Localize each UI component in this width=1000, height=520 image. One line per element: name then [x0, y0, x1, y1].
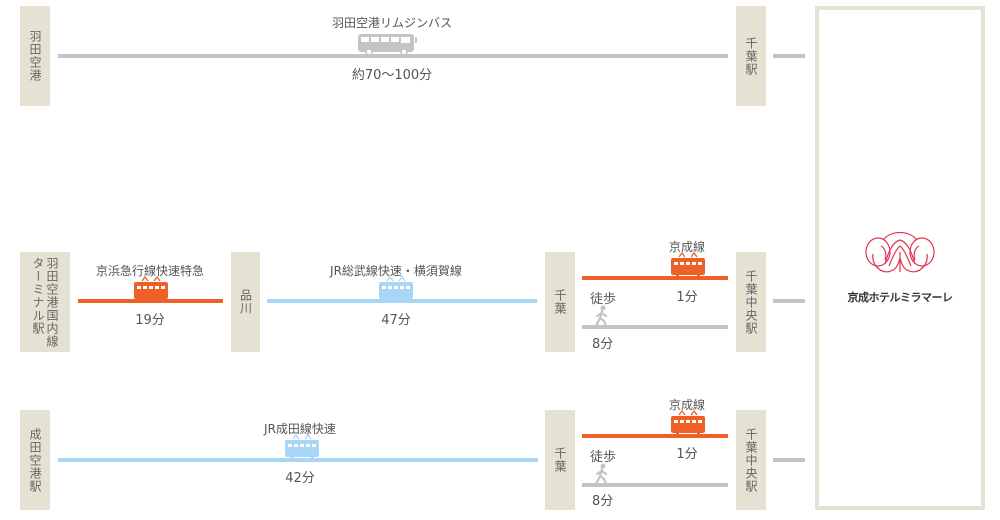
walk-route-line — [582, 325, 728, 329]
walk-label: 徒歩 — [590, 292, 617, 307]
keisei-duration: 1分 — [676, 290, 698, 305]
train-icon — [285, 434, 319, 459]
jr-narita-duration: 42分 — [285, 471, 315, 486]
station-label: 千葉駅 — [744, 36, 758, 76]
station-label: 品川 — [238, 289, 253, 315]
jr-sobu-duration: 47分 — [381, 313, 411, 328]
miramare-script-logo-icon — [865, 232, 935, 273]
station-haneda-domestic-terminal: 羽田空港国内線 ターミナル駅 — [20, 252, 70, 352]
walk-duration: 8分 — [592, 337, 614, 352]
bus-route-line — [58, 54, 728, 58]
jr-sobu-service-label: JR総武線快速・横須賀線 — [330, 264, 462, 278]
connector-line — [773, 54, 805, 58]
station-chiba-transfer: 千葉 — [545, 410, 575, 510]
station-chiba-chuo: 千葉中央駅 — [736, 410, 766, 510]
jr-sobu-route-line — [267, 299, 537, 303]
train-icon — [134, 276, 168, 301]
hotel-destination-box: 京成ホテルミラマーレ — [815, 6, 985, 510]
bus-service-label: 羽田空港リムジンバス — [331, 16, 453, 30]
walk-duration: 8分 — [592, 494, 614, 509]
station-label: 千葉 — [553, 289, 567, 315]
walking-person-icon — [594, 463, 608, 485]
station-label: 成田空港駅 — [28, 427, 42, 493]
keisei-route-line — [582, 276, 728, 280]
connector-line — [773, 299, 805, 303]
connector-line — [773, 458, 805, 462]
station-label: 千葉中央駅 — [744, 269, 758, 335]
jr-narita-service-label: JR成田線快速 — [264, 422, 336, 436]
station-label: 羽田空港 — [28, 30, 42, 82]
walk-route-line — [582, 483, 728, 487]
keisei-service-label: 京成線 — [668, 398, 706, 412]
station-narita-airport: 成田空港駅 — [20, 410, 50, 510]
station-chiba-transfer: 千葉 — [545, 252, 575, 352]
keisei-duration: 1分 — [676, 447, 698, 462]
keikyu-route-line — [78, 299, 223, 303]
station-shinagawa: 品川 — [231, 252, 260, 352]
station-label: 千葉 — [553, 447, 567, 473]
keikyu-duration: 19分 — [135, 313, 165, 328]
train-icon — [671, 252, 705, 277]
station-chiba-chuo: 千葉中央駅 — [736, 252, 766, 352]
jr-narita-route-line — [58, 458, 538, 462]
bus-icon — [358, 34, 417, 56]
station-label: 千葉中央駅 — [744, 427, 758, 493]
station-label-line2: ターミナル駅 — [31, 256, 45, 335]
walk-label: 徒歩 — [590, 450, 617, 465]
walking-person-icon — [594, 305, 608, 327]
keisei-route-line — [582, 434, 728, 438]
train-icon — [671, 410, 705, 435]
hotel-name: 京成ホテルミラマーレ — [847, 291, 954, 304]
keisei-service-label: 京成線 — [668, 240, 706, 254]
station-haneda-airport: 羽田空港 — [20, 6, 50, 106]
keikyu-service-label: 京浜急行線快速特急 — [95, 264, 205, 278]
station-label-line1: 羽田空港国内線 — [45, 256, 59, 348]
bus-duration: 約70〜100分 — [351, 68, 433, 83]
station-chiba: 千葉駅 — [736, 6, 766, 106]
